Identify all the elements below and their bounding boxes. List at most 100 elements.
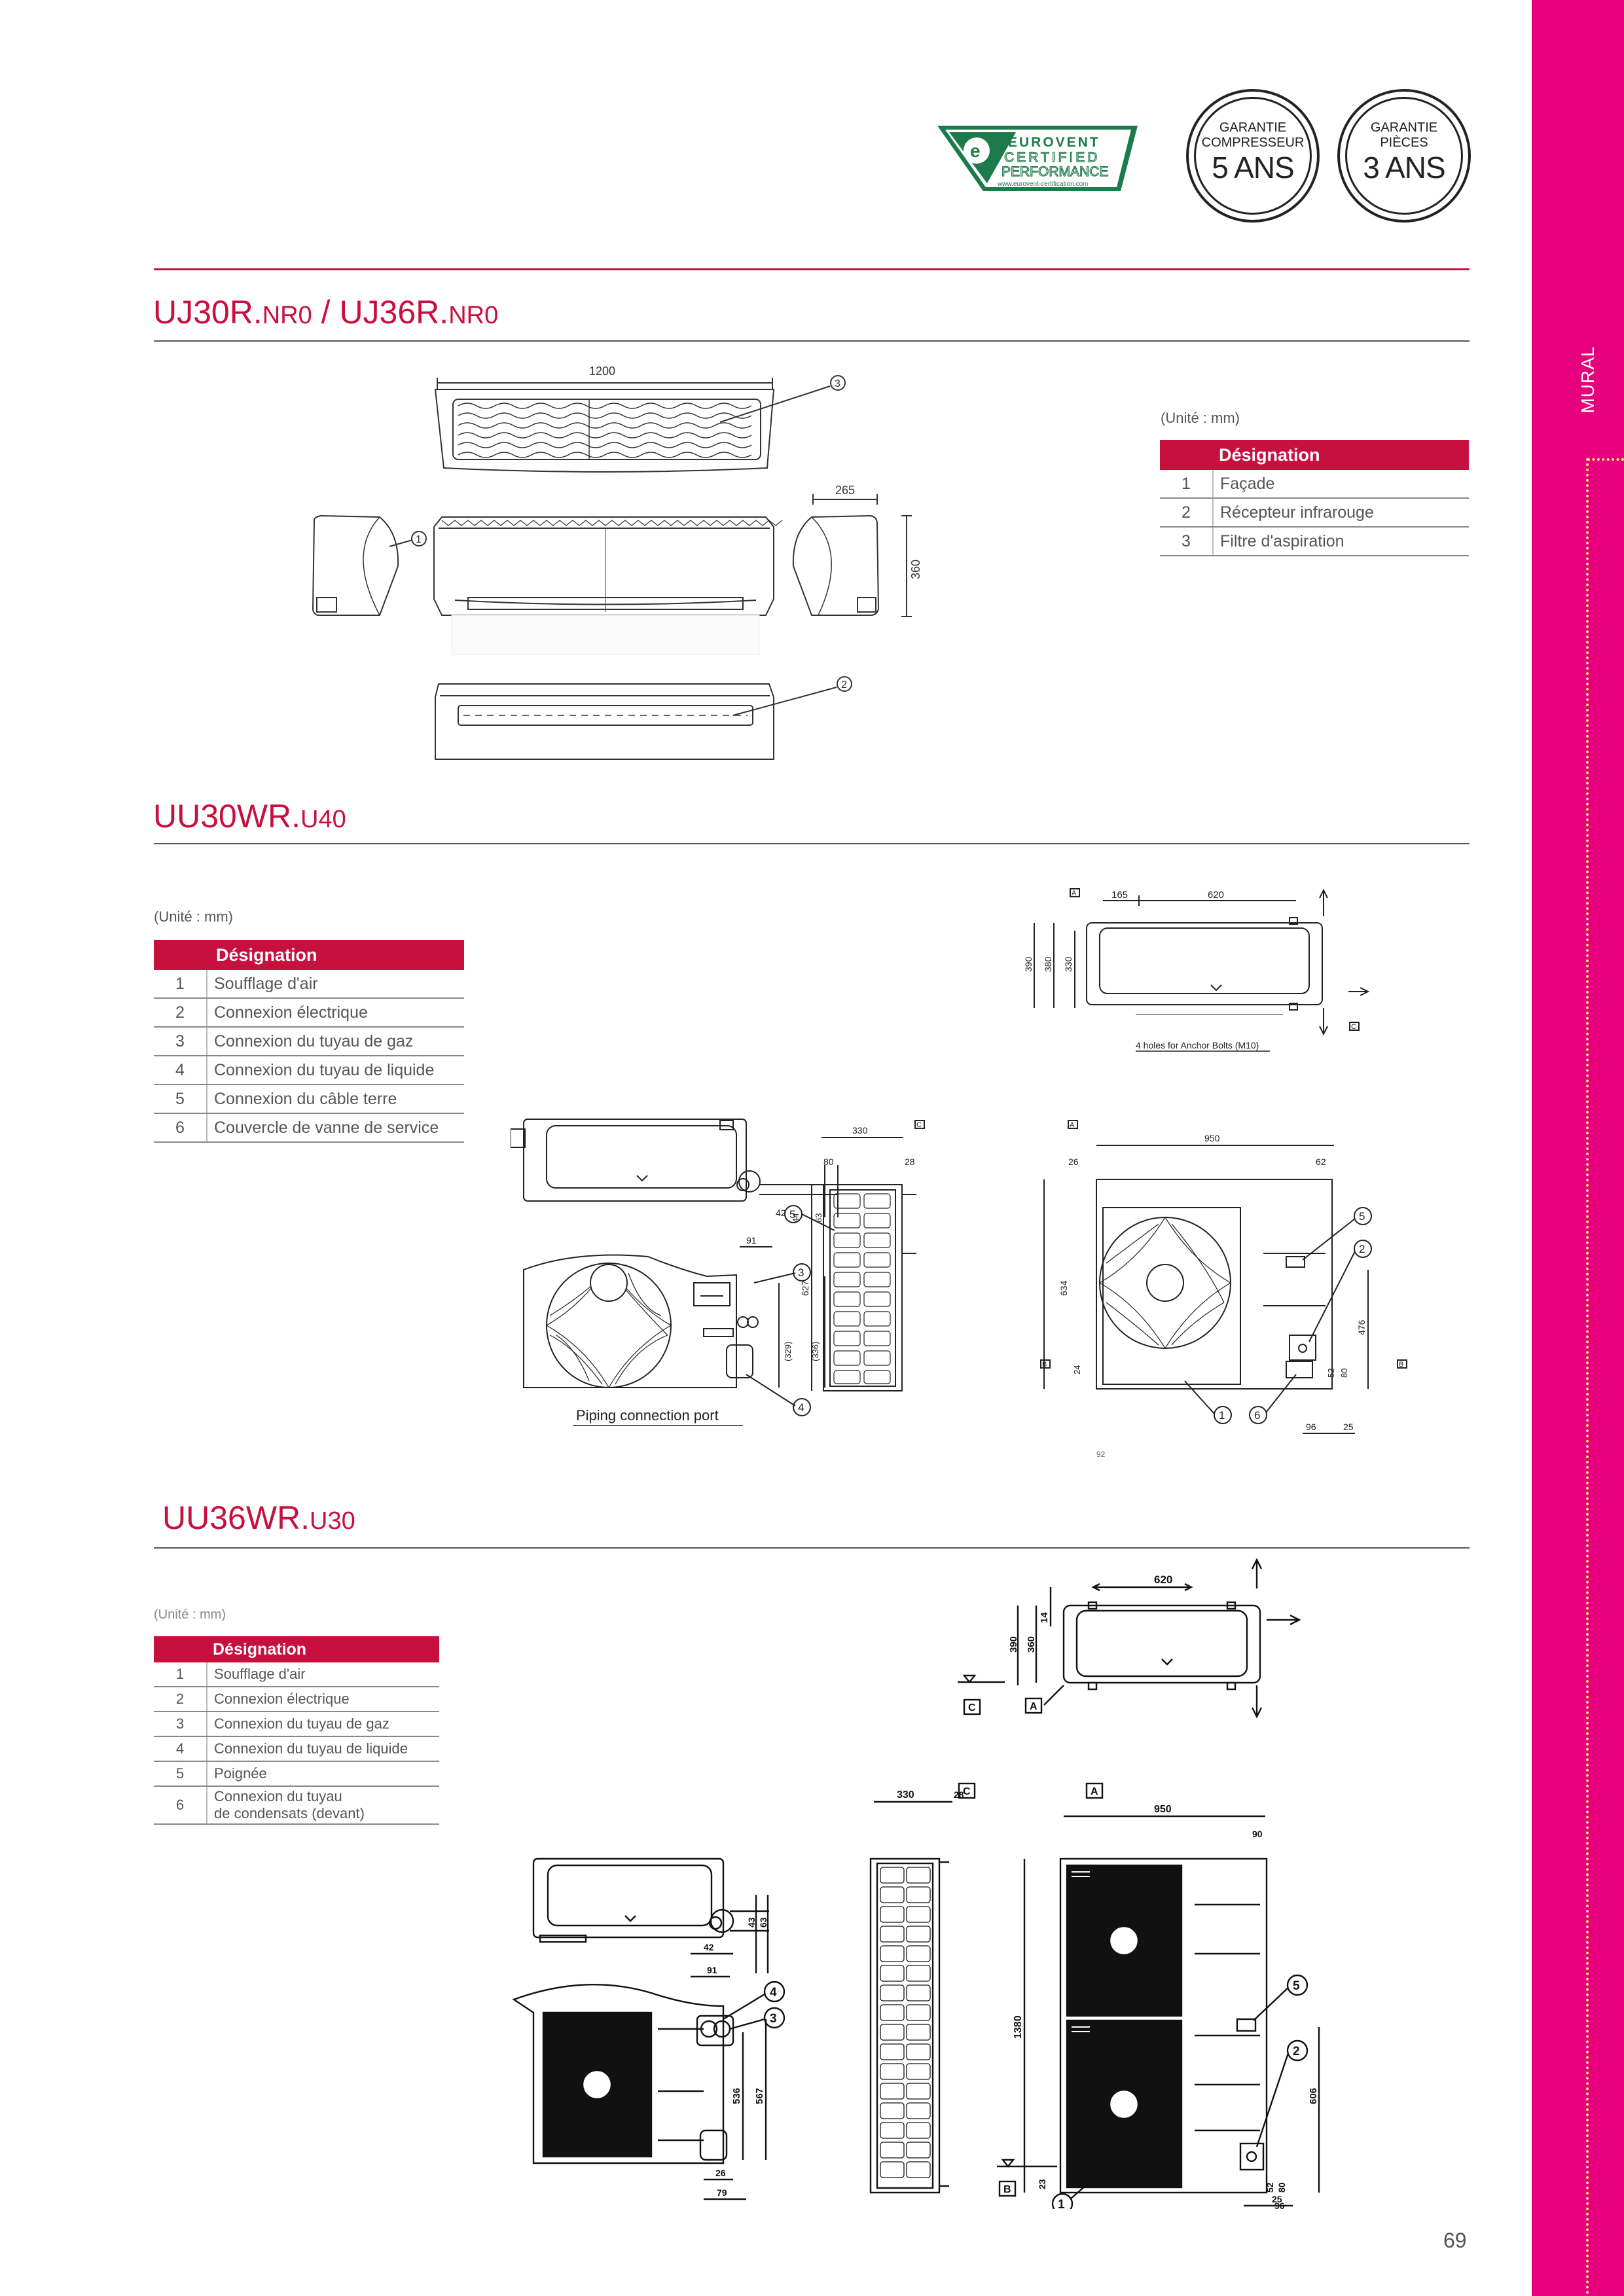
uu30-piping-label: Piping connection port xyxy=(576,1407,719,1424)
uu30-front-callout-5: 5 xyxy=(1359,1210,1365,1223)
uu36-ref-b: B xyxy=(1003,2184,1011,2195)
sidebar-dotted-line xyxy=(1586,458,1589,2296)
uu36-front-dim-h: 52 xyxy=(1265,2182,1275,2193)
uu36-outdoor-drawings: 620 390 360 14 C A 43 63 42 91 xyxy=(512,1558,1320,2209)
uu30-outdoor-drawings: A 165 620 390 380 330 C 4 holes for Anch… xyxy=(511,888,1407,1434)
uu30-front-callout-1: 1 xyxy=(1219,1409,1225,1422)
uu30-top-dim-b: 620 xyxy=(1208,889,1224,901)
page-number: 69 xyxy=(1443,2229,1467,2252)
uu36-profile-dim-b: 28 xyxy=(954,1789,964,1800)
uu36-ref-c-top: C xyxy=(968,1702,976,1713)
uu36-front-dim-g: 96 xyxy=(1274,2200,1285,2209)
uu30-port-callout-4: 4 xyxy=(798,1401,804,1414)
uu30-anchor-note: 4 holes for Anchor Bolts (M10) xyxy=(1136,1040,1259,1050)
section3-model-suffix: U30 xyxy=(310,1507,355,1535)
section2-title: UU30WR.U40 xyxy=(153,797,346,835)
uu30-port-dim-e: (329) xyxy=(783,1342,793,1361)
uu30-profile-callout-5: 5 xyxy=(789,1208,795,1221)
eurovent-logo: e EUROVENT CERTIFIED PERFORMANCE www.eur… xyxy=(937,126,1138,191)
badge-compressor-line1: GARANTIE xyxy=(1219,120,1287,135)
uu30-front-dim-g: 96 xyxy=(1306,1422,1316,1432)
stray-mark: 92 xyxy=(1096,1450,1106,1459)
uu36-port-dim-f: 567 xyxy=(754,2088,765,2104)
uu30-port-callout-3: 3 xyxy=(798,1266,804,1279)
section1-title: UJ30R.NR0 / UJ36R.NR0 xyxy=(153,293,498,331)
indoor-front-view xyxy=(433,516,783,655)
uu36-top-dim-b: 390 xyxy=(1008,1636,1019,1653)
section1-model-b: UJ36R. xyxy=(339,294,449,331)
uu30-port-dim-f: (336) xyxy=(810,1342,820,1361)
uu36-front-callout-2: 2 xyxy=(1293,2045,1300,2058)
uu36-side-dim-d: 91 xyxy=(707,1965,717,1975)
uu30-front-callout-6: 6 xyxy=(1254,1409,1260,1422)
badge-parts-line1: GARANTIE xyxy=(1370,120,1438,135)
uu36-top-dim-c: 360 xyxy=(1026,1636,1037,1653)
uu30-front-dim-j: 80 xyxy=(1339,1369,1349,1378)
indoor-right-view: 265 360 xyxy=(792,484,922,617)
section2-model-suffix: U40 xyxy=(300,806,346,833)
uu30-ref-a-front: A xyxy=(1070,1121,1075,1129)
indoor-left-view: 1 xyxy=(312,514,427,616)
uu36-front-dim-i: 80 xyxy=(1276,2182,1287,2193)
uu36-side-dim-b: 63 xyxy=(758,1917,768,1928)
uu30-ref-a-top: A xyxy=(1072,889,1077,897)
uu36-front-dim-c: 1380 xyxy=(1013,2015,1024,2039)
uu30-profile-dim-a: 330 xyxy=(852,1125,868,1136)
uu36-port-callout-3: 3 xyxy=(770,2012,777,2026)
section1-table-header: Désignation xyxy=(1160,440,1469,470)
uu30-side-dim-c: 63 xyxy=(814,1213,823,1223)
badge-compressor-line2: COMPRESSEUR xyxy=(1201,135,1305,150)
uu30-side-dim-d: 91 xyxy=(746,1235,757,1246)
uu36-front-dim-f: 25 xyxy=(1272,2194,1282,2204)
uu30-profile-dim-c: 28 xyxy=(905,1157,915,1167)
uu36-port-view: 4 3 536 567 26 79 xyxy=(512,1981,785,2200)
uu30-top-dim-a: 165 xyxy=(1111,889,1128,901)
uu36-side-dim-c: 42 xyxy=(704,1942,714,1952)
section2-model: UU30WR. xyxy=(153,798,301,834)
uu36-top-dim-d: 14 xyxy=(1039,1612,1050,1623)
uu36-port-dim-e: 536 xyxy=(731,2088,742,2104)
section2-title-rule xyxy=(154,843,1470,844)
uu36-front-callout-5: 5 xyxy=(1293,1979,1300,1993)
uu30-top-dim-e: 330 xyxy=(1063,956,1074,972)
uu30-front-dim-c: 62 xyxy=(1316,1157,1326,1167)
uu30-front-dim-i: 52 xyxy=(1326,1369,1336,1378)
uu30-port-view: 3 4 (329) (336) Piping connection port xyxy=(523,1254,825,1426)
uu30-top-dim-c: 390 xyxy=(1023,956,1034,972)
uu30-side-view: 42 44 63 91 xyxy=(511,1119,839,1247)
uu36-top-dim-a: 620 xyxy=(1154,1573,1172,1586)
uu36-ref-c-side: C xyxy=(963,1786,971,1797)
section1-model-a-suffix: NR0 xyxy=(262,302,312,329)
uu30-profile-view: C 330 80 28 627 5 xyxy=(784,1120,925,1391)
uu36-front-dim-a: 950 xyxy=(1154,1804,1172,1815)
uu30-front-dim-a: 950 xyxy=(1204,1133,1220,1143)
indoor-callout-2: 2 xyxy=(841,679,847,691)
badge-parts-line2: PIÈCES xyxy=(1380,135,1428,150)
indoor-callout-1: 1 xyxy=(416,534,422,545)
indoor-top-view: 1200 3 xyxy=(434,365,846,473)
sidebar-dotted-rule xyxy=(1587,458,1624,461)
uu30-side-dim-b: 44 xyxy=(791,1213,801,1223)
uu36-port-dim-g: 26 xyxy=(715,2168,726,2178)
uu36-ref-a-front: A xyxy=(1091,1786,1098,1797)
indoor-unit-drawing: 1200 3 1 xyxy=(312,365,922,760)
eurovent-line1: EUROVENT xyxy=(1008,135,1100,150)
uu36-front-dim-b: 90 xyxy=(1252,1829,1263,1839)
uu30-profile-dim-b: 80 xyxy=(823,1157,834,1167)
sidebar-label: MURAL xyxy=(1578,346,1598,414)
section1-title-sep: / xyxy=(312,294,340,331)
uu30-front-callout-2: 2 xyxy=(1359,1243,1365,1255)
eurovent-line3: PERFORMANCE xyxy=(1001,164,1108,179)
uu30-top-dim-d: 380 xyxy=(1043,956,1053,972)
section3-title: UU36WR.U30 xyxy=(162,1499,355,1537)
